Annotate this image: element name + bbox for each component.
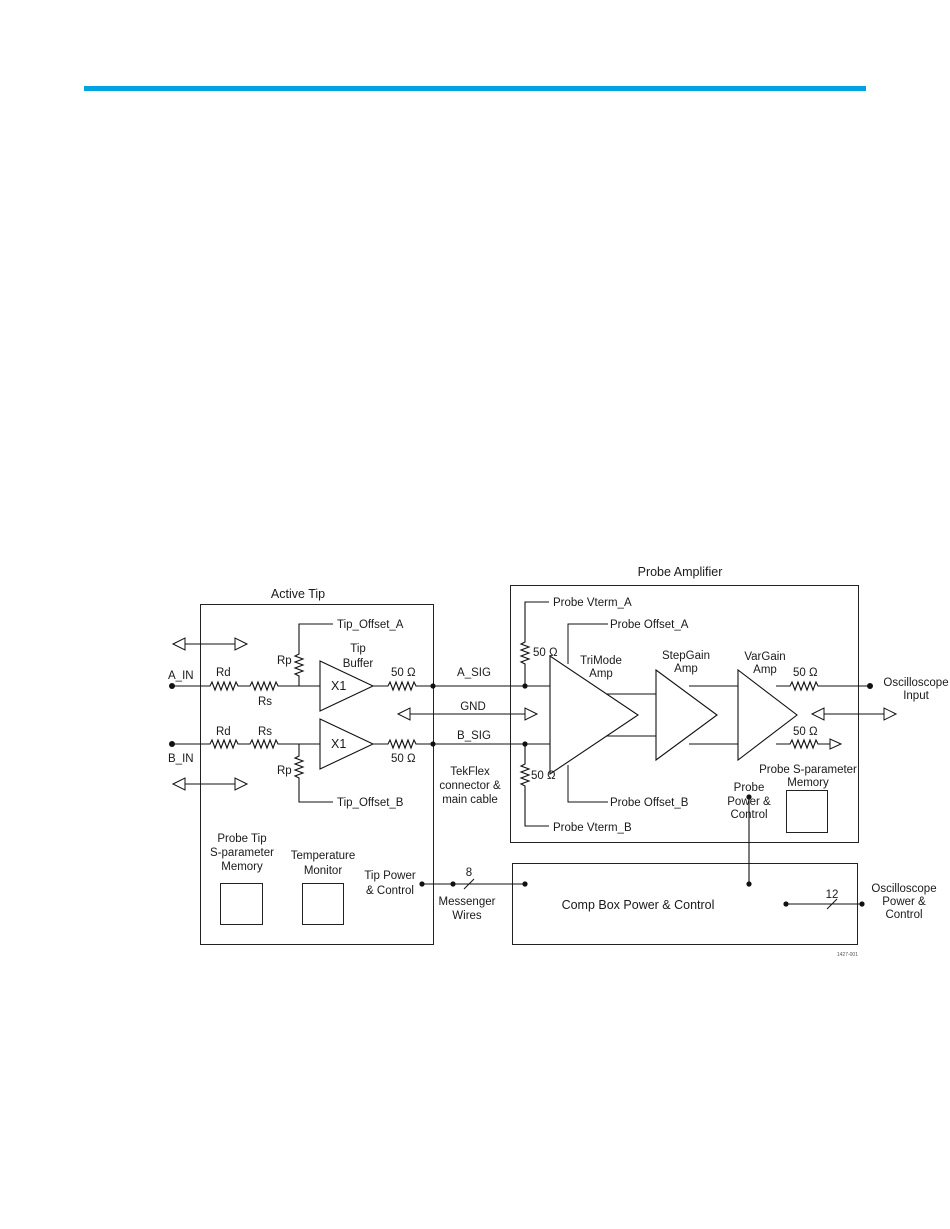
output-a-wire [776,680,870,692]
probe-offset-a-wire [567,623,608,664]
b-sig-boundary-node [430,741,436,747]
a-sig-wire [373,680,550,692]
output-diff-arrow [810,707,898,721]
osc-power-label-1: Oscilloscope [871,883,936,895]
r50-tip-b-label: 50 Ω [391,753,416,765]
probe-power-label-2: Power & [727,796,771,808]
tip-sparam-label-1: Probe Tip [217,833,266,845]
probe-amplifier-title: Probe Amplifier [638,565,723,579]
messenger-label-1: Messenger [439,896,496,908]
temperature-label-2: Monitor [304,865,343,877]
probe-offset-b-wire [567,765,608,803]
b-channel-input-wire [172,738,320,750]
probe-sparam-memory-box [786,790,828,833]
messenger-label-2: Wires [452,910,482,922]
tekflex-label-1: TekFlex [450,766,490,778]
temperature-label-1: Temperature [291,850,356,862]
b-in-label: B_IN [168,753,194,765]
probe-sparam-label-1: Probe S-parameter [759,764,857,776]
vterm-b-resistor [519,744,549,827]
stepgain-amp [655,668,718,762]
comp-box-input-node [522,881,528,887]
trimode-label-1: TriMode [580,655,622,667]
r50-vterm-b-label: 50 Ω [531,770,556,782]
a-sig-label: A_SIG [457,667,491,679]
stepgain-label-1: StepGain [662,650,710,662]
vargain-label-2: Amp [753,664,777,676]
osc-power-label-3: Control [885,909,922,921]
oscilloscope-input-label-1: Oscilloscope [883,677,948,689]
tekflex-label-3: main cable [442,794,498,806]
active-tip-title: Active Tip [271,587,325,601]
probe-power-label-1: Probe [734,782,765,794]
tip-power-label-2: & Control [366,885,414,897]
rd-b-label: Rd [216,726,231,738]
figure-id-label: 1427-001 [837,952,858,958]
tip-sparam-label-3: Memory [221,861,263,873]
tip-sparam-memory-box [220,883,263,925]
r50-tip-a-label: 50 Ω [391,667,416,679]
x1-b-label: X1 [331,737,346,751]
messenger-bus-slash [463,878,475,890]
comp-box-label: Comp Box Power & Control [562,898,715,912]
rd-a-label: Rd [216,667,231,679]
top-accent-rule [84,86,866,91]
stepgain-label-2: Amp [674,663,698,675]
oscilloscope-input-label-2: Input [903,690,929,702]
rp-a-label: Rp [277,655,292,667]
probe-offset-a-label: Probe Offset_A [610,619,689,631]
trimode-label-2: Amp [589,668,613,680]
tip-buffer-b [319,718,375,770]
r50-out-a-label: 50 Ω [793,667,818,679]
vargain-amp [737,668,798,762]
osc-bus-slash [826,898,838,910]
tip-offset-a-label: Tip_Offset_A [337,619,404,631]
tip-power-label-1: Tip Power [364,870,416,882]
vterm-a-resistor [519,601,549,686]
tip-buffer-a [319,660,375,712]
comp-box-output-node [783,901,789,907]
probe-vterm-a-label: Probe Vterm_A [553,597,632,609]
b-sig-wire [373,738,550,750]
tip-buffer-label-1: Tip [350,643,366,655]
gnd-arrow [396,707,539,721]
probe-sparam-label-2: Memory [787,777,829,789]
messenger-count-label: 8 [466,867,472,879]
messenger-node [450,881,456,887]
output-b-wire [776,738,830,750]
oscilloscope-input-node [867,683,873,689]
temperature-monitor-box [302,883,344,925]
osc-power-label-2: Power & [882,896,926,908]
b-sig-label: B_SIG [457,730,491,742]
tip-offset-b-label: Tip_Offset_B [337,797,404,809]
x1-a-label: X1 [331,679,346,693]
vargain-label-1: VarGain [744,651,785,663]
probe-offset-b-label: Probe Offset_B [610,797,689,809]
a-sig-boundary-node [430,683,436,689]
rs-b-label: Rs [258,726,272,738]
tekflex-label-2: connector & [439,780,501,792]
a-in-label: A_IN [168,670,194,682]
diff-arrow-top-left [171,637,249,651]
osc-power-node [859,901,865,907]
r50-vterm-a-label: 50 Ω [533,647,558,659]
tip-power-node [419,881,425,887]
trimode-amp [549,654,639,776]
osc-bus-count-label: 12 [826,889,839,901]
rp-b-label: Rp [277,765,292,777]
probe-power-label-3: Control [730,809,767,821]
rp-b-resistor [293,744,333,803]
a-channel-input-wire [172,680,320,692]
probe-power-top-node [746,794,752,800]
gnd-label: GND [460,701,486,713]
rp-a-resistor [293,623,333,686]
tip-buffer-label-2: Buffer [343,658,374,670]
r50-out-b-label: 50 Ω [793,726,818,738]
tip-sparam-label-2: S-parameter [210,847,274,859]
rs-a-label: Rs [258,696,272,708]
probe-vterm-b-label: Probe Vterm_B [553,822,632,834]
probe-power-bottom-node [746,881,752,887]
diff-arrow-bottom-left [171,777,249,791]
